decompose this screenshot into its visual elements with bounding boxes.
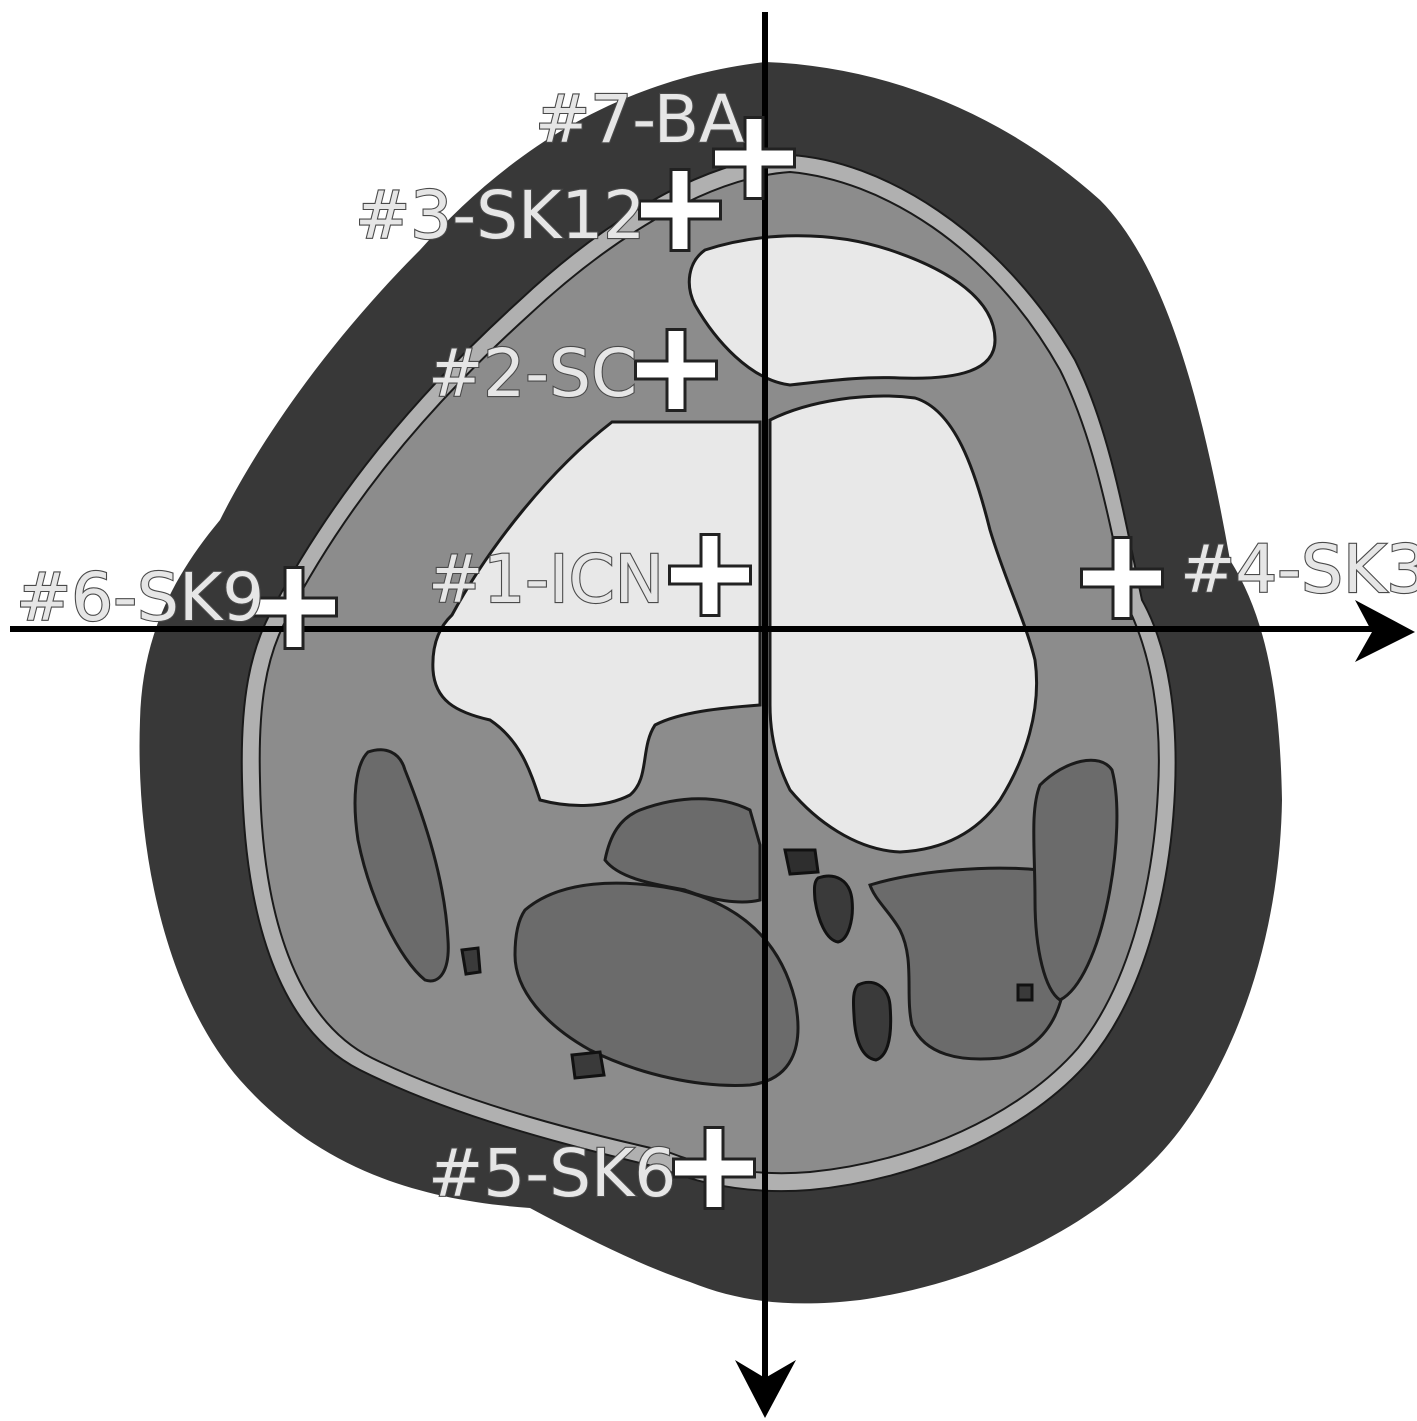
- marker-6-label: #6-SK9: [16, 559, 264, 636]
- dark-spot-4: [572, 1052, 604, 1078]
- marker-3-label: #3-SK12: [355, 177, 645, 254]
- marker-1-label: #1-ICN: [428, 541, 664, 618]
- marker-4-label: #4-SK3: [1180, 531, 1417, 608]
- dark-spot-5: [462, 948, 480, 974]
- marker-7-label: #7-BA: [535, 81, 744, 158]
- dark-spot-6: [1018, 985, 1032, 1000]
- marker-5-label: #5-SK6: [428, 1135, 676, 1212]
- dark-spot-1: [785, 850, 818, 874]
- marker-2-label: #2-SC: [428, 335, 637, 412]
